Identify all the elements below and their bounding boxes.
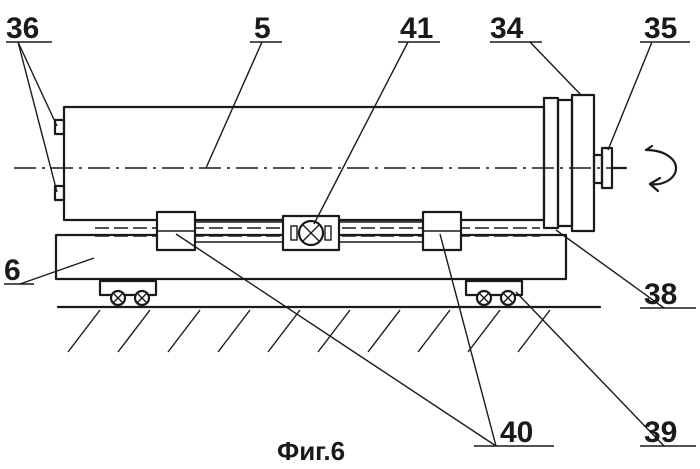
label-36: 36 <box>6 12 39 45</box>
label-5: 5 <box>254 12 271 45</box>
ground-hatch-line <box>468 310 500 352</box>
label-41: 41 <box>400 12 433 45</box>
label-40: 40 <box>500 416 533 449</box>
ground-hatch-line <box>268 310 300 352</box>
ground-hatch-line <box>68 310 100 352</box>
leader-lines <box>4 42 696 446</box>
wheel-cart-left <box>100 281 156 305</box>
label-39: 39 <box>644 416 677 449</box>
flange-34 <box>544 95 594 231</box>
ground-hatch-line <box>418 310 450 352</box>
label-38: 38 <box>644 278 677 311</box>
figure-caption: Фиг.6 <box>277 436 345 466</box>
ground <box>58 307 600 352</box>
ground-hatch-line <box>168 310 200 352</box>
ground-hatch-line <box>368 310 400 352</box>
wheel-cart-right <box>466 281 522 305</box>
ground-hatch-line <box>118 310 150 352</box>
label-34: 34 <box>490 12 524 45</box>
label-35: 35 <box>644 12 677 45</box>
label-6: 6 <box>4 254 21 287</box>
support-40-left <box>157 212 195 250</box>
cylinder-body-5 <box>55 107 544 220</box>
ground-hatch-line <box>218 310 250 352</box>
ground-hatch-line <box>518 310 550 352</box>
